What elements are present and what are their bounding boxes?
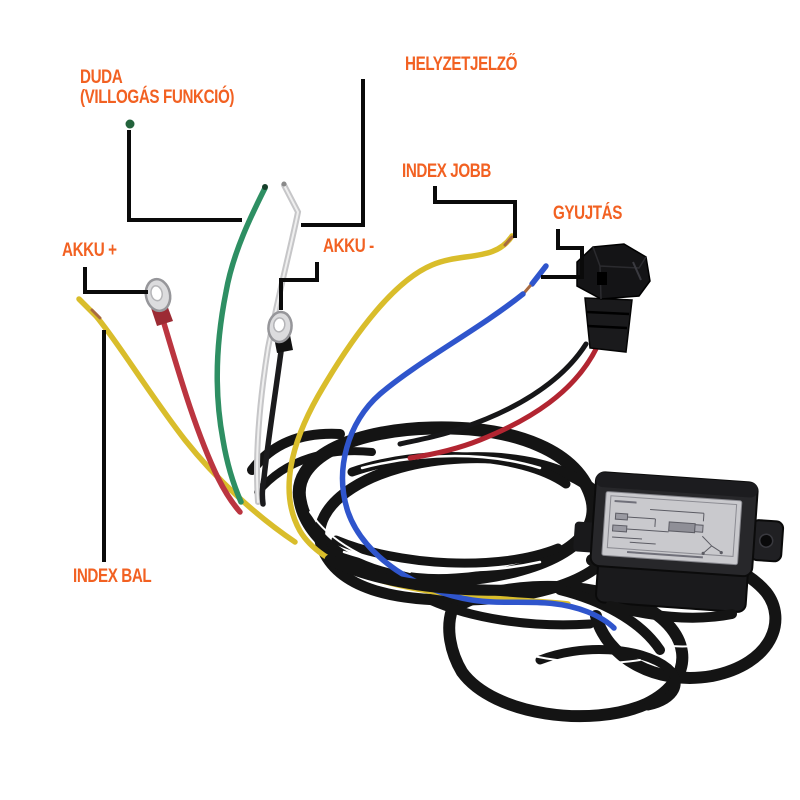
- box-mount-hole: [758, 533, 774, 548]
- label-duda-line1: DUDA: [80, 67, 123, 88]
- power-plug: [576, 243, 651, 353]
- label-duda-line2: (VILLOGÁS FUNKCIÓ): [80, 87, 235, 108]
- sticker-dot: [701, 551, 705, 555]
- duda-wire-tip: [262, 184, 268, 190]
- sticker-caption-row: [626, 551, 703, 559]
- sticker-dot: [719, 551, 723, 555]
- akku-plus-ring-terminal: [144, 277, 172, 313]
- label-gyujtas: GYUJTÁS: [553, 203, 622, 224]
- loom-loop: [535, 645, 681, 711]
- index-bal-wire-copper: [90, 308, 102, 320]
- gyujtas-pointer-line: [541, 229, 584, 279]
- sticker-connector-b: [611, 524, 628, 533]
- helyzetjelzo-wire-highlight: [256, 184, 300, 503]
- akku-minus-wire: [259, 341, 285, 507]
- duda-pointer-line: [127, 130, 242, 222]
- label-akku-minus: AKKU -: [323, 236, 374, 257]
- sticker-branch: [701, 535, 721, 553]
- gyujtas-wire-tip: [529, 263, 549, 287]
- sticker-text-row: [614, 500, 637, 504]
- sticker-connector-main: [668, 521, 696, 534]
- plug-highlight: [632, 261, 642, 281]
- sticker-connector-pin: [694, 524, 704, 533]
- plug-red-lead: [407, 344, 600, 461]
- index-bal-wire: [76, 296, 298, 545]
- box-schematic-sticker: [601, 491, 743, 566]
- sticker-lines: [612, 509, 705, 545]
- duda-green-dot: [125, 119, 135, 129]
- akku-minus-pointer-line: [279, 262, 319, 310]
- label-duda: DUDA (VILLOGÁS FUNKCIÓ): [80, 68, 234, 108]
- akku-plus-wire: [160, 317, 243, 515]
- helyzetjelzo-wire-tip: [281, 181, 287, 187]
- plug-cap: [576, 243, 651, 300]
- loom-strand-front: [605, 601, 737, 623]
- ring-hole: [273, 317, 286, 333]
- label-index-bal: INDEX BAL: [73, 566, 152, 587]
- plug-notch: [597, 272, 607, 285]
- controller-box: [573, 471, 785, 613]
- akku-plus-pointer-line: [83, 267, 148, 294]
- sticker-connector-a: [614, 512, 629, 521]
- loom-strand: [324, 554, 526, 596]
- plug-black-lead: [397, 341, 589, 447]
- sticker-border: [606, 495, 738, 557]
- helyzetjelzo-pointer-line: [301, 79, 365, 227]
- index-jobb-wire-copper-tip: [503, 235, 514, 247]
- index-jobb-pointer-line: [433, 186, 517, 238]
- loom-strand: [254, 447, 376, 496]
- loom-gap: [342, 550, 542, 572]
- loom-gap: [360, 454, 542, 470]
- loom-gap: [619, 635, 741, 648]
- loom-strand: [331, 535, 563, 568]
- label-index-jobb: INDEX JOBB: [402, 161, 491, 182]
- label-akku-plus: AKKU +: [62, 240, 117, 261]
- label-helyzetjelzo: HELYZETJELZŐ: [405, 54, 518, 75]
- loom-gap: [479, 639, 641, 665]
- gyujtas-wire-copper: [522, 284, 532, 295]
- pointer-lines: [83, 79, 584, 562]
- duda-wire: [214, 185, 268, 505]
- plug-ridges: [586, 310, 630, 330]
- gyujtas-wire: [339, 291, 617, 631]
- akku-minus-ring-terminal: [267, 310, 293, 344]
- ring-hole: [150, 285, 163, 302]
- loom-strand: [425, 595, 595, 630]
- box-top-bevel: [596, 472, 758, 498]
